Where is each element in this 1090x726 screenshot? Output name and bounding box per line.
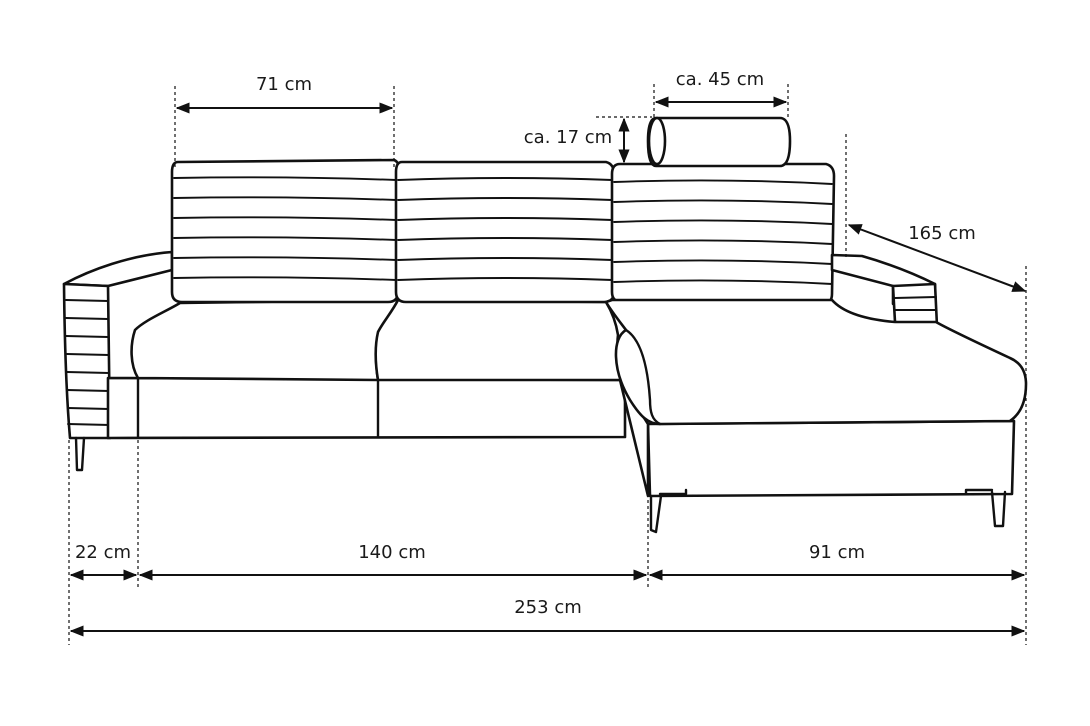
dimension-labels: 71 cm ca. 45 cm ca. 17 cm 165 cm 22 cm 1…	[75, 69, 976, 618]
sofa-base	[106, 376, 627, 440]
back-cushion-middle	[394, 160, 616, 304]
sofa-drawing	[62, 116, 1028, 534]
back-cushion-left	[170, 158, 400, 304]
label-chaise-width: 91 cm	[809, 542, 865, 563]
label-seat-cushion-width: 71 cm	[256, 74, 312, 95]
seat-cushion-middle	[374, 298, 627, 382]
chaise-longue	[604, 298, 1028, 534]
back-cushion-right	[610, 162, 836, 306]
label-total-width: 253 cm	[514, 597, 582, 618]
left-armrest	[62, 250, 174, 472]
label-chaise-depth: 165 cm	[908, 223, 976, 244]
dimension-lines	[68, 84, 1027, 645]
label-middle-section-width: 140 cm	[358, 542, 426, 563]
seat-cushion-left	[130, 298, 400, 382]
label-headrest-height: ca. 17 cm	[524, 127, 612, 148]
dim-chaise-depth	[847, 224, 1027, 292]
label-armrest-width: 22 cm	[75, 542, 131, 563]
headrest-roll	[646, 116, 792, 168]
label-headrest-width: ca. 45 cm	[676, 69, 764, 90]
